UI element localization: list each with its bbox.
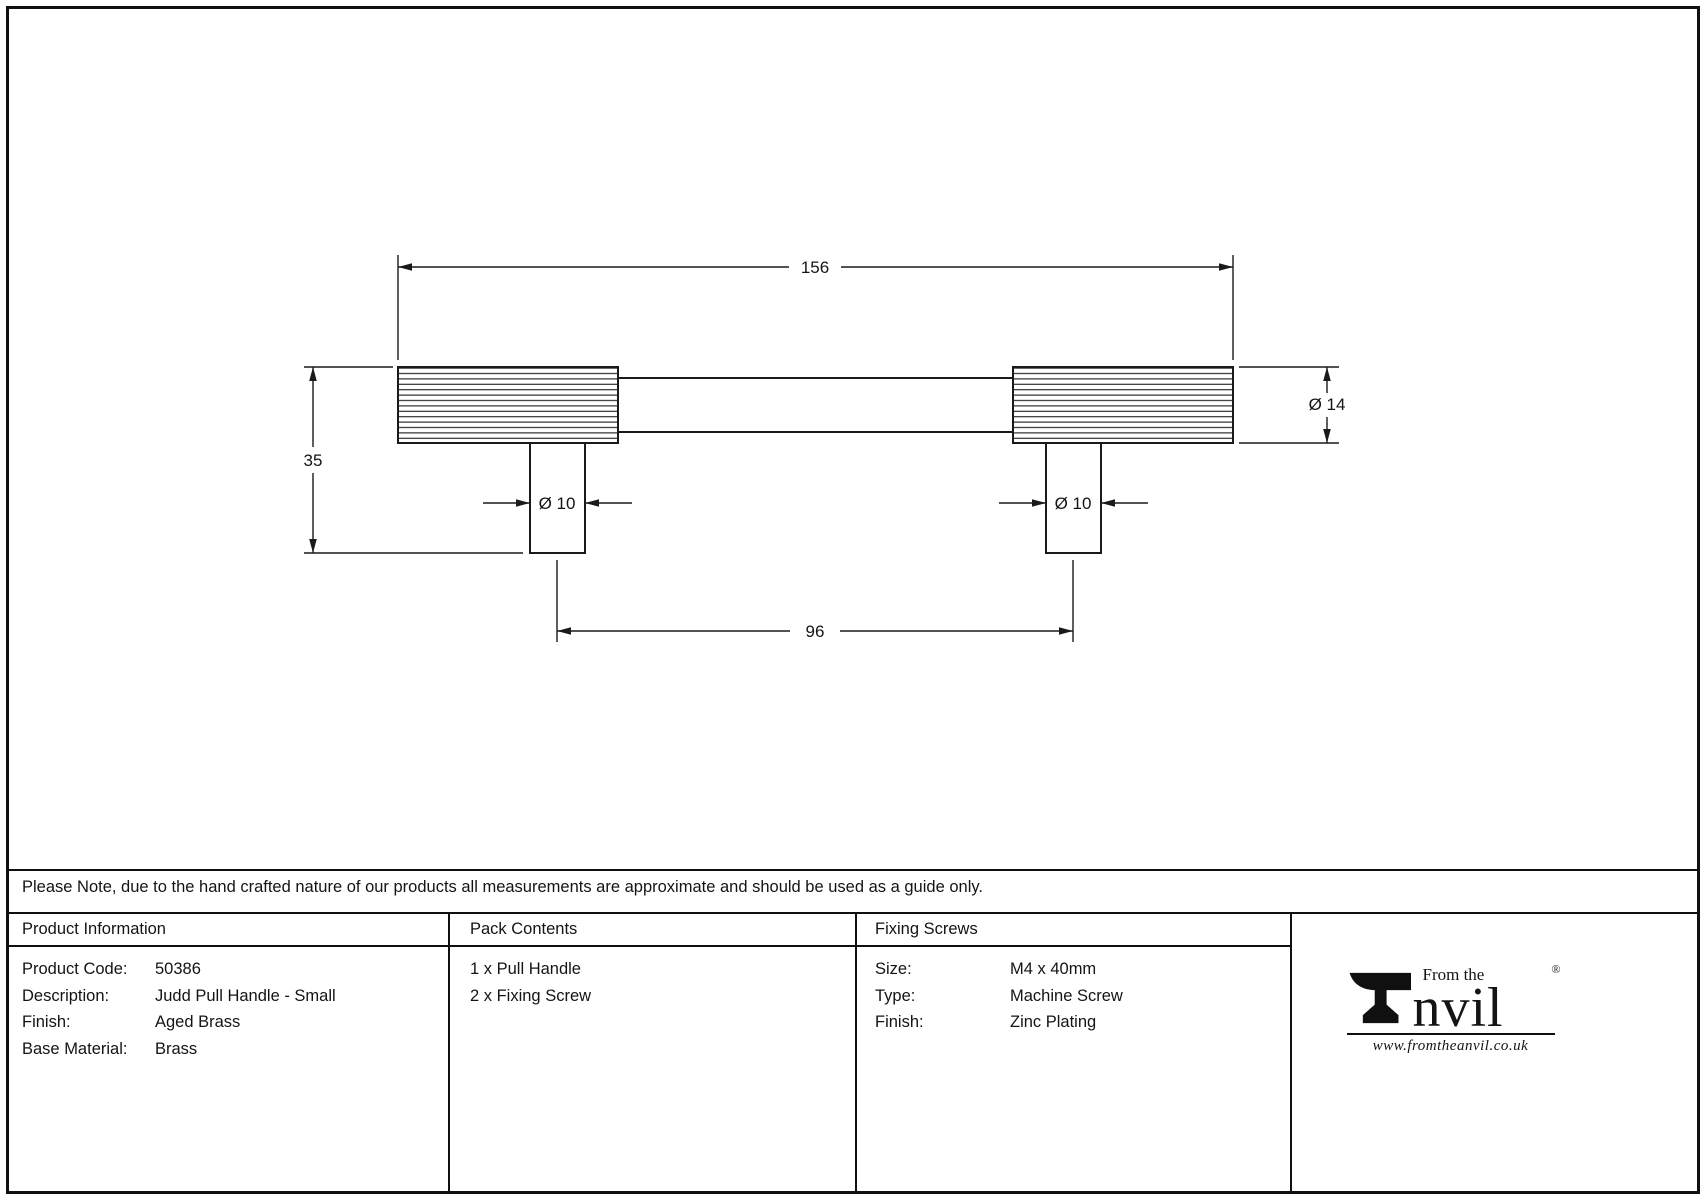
header-underline xyxy=(9,945,1290,947)
spec-table: Product Information Pack Contents Fixing… xyxy=(9,912,1697,1191)
pack-item: 1 x Pull Handle xyxy=(470,960,581,978)
measurement-note: Please Note, due to the hand crafted nat… xyxy=(22,878,983,896)
handle-bar xyxy=(617,377,1014,433)
table-top-border xyxy=(9,912,1697,914)
spec-value: 50386 xyxy=(155,960,201,978)
registered-trademark-symbol: ® xyxy=(1551,962,1561,976)
technical-drawing: 156 35 Ø 14 Ø 10 Ø 10 96 xyxy=(304,255,1346,642)
pack-item: 2 x Fixing Screw xyxy=(470,986,592,1005)
logo-cell: From the nvil ® www.fromtheanvil.co.uk xyxy=(1292,912,1697,1191)
spec-label: Type: xyxy=(875,986,916,1005)
spec-sheet-page: 156 35 Ø 14 Ø 10 Ø 10 96 Please Note, du… xyxy=(6,6,1700,1194)
spec-value: Judd Pull Handle - Small xyxy=(155,986,336,1005)
spec-label: Base Material: xyxy=(22,1039,128,1058)
logo-tagline: From the xyxy=(1422,965,1485,985)
spec-row-description: Description: Judd Pull Handle - Small xyxy=(22,983,437,1010)
logo-name-rest: nvil xyxy=(1412,977,1504,1040)
from-the-anvil-logo: From the nvil ® www.fromtheanvil.co.uk xyxy=(1346,958,1561,1055)
dim-overall-length-label: 156 xyxy=(801,258,829,277)
dim-fixing-centres-label: 96 xyxy=(806,622,825,641)
dim-post-diameter-left-label: Ø 10 xyxy=(539,494,576,513)
spec-row-screw-size: Size: M4 x 40mm xyxy=(875,956,1280,983)
column-divider xyxy=(855,912,857,1191)
dimension-arrowheads xyxy=(309,263,1331,635)
spec-row-base-material: Base Material: Brass xyxy=(22,1036,437,1063)
spec-value: Zinc Plating xyxy=(1010,1013,1097,1031)
spec-label: Finish: xyxy=(22,1013,71,1031)
logo-wordmark: From the nvil ® xyxy=(1347,958,1561,1040)
spec-value: M4 x 40mm xyxy=(1010,960,1097,978)
spec-value: Brass xyxy=(155,1039,198,1058)
left-knurled-cap xyxy=(397,366,619,444)
spec-value: Aged Brass xyxy=(155,1013,241,1031)
dimension-lines xyxy=(304,255,1339,642)
product-information-body: Product Code: 50386 Description: Judd Pu… xyxy=(22,956,437,1062)
spec-label: Product Code: xyxy=(22,960,128,978)
spec-row-finish: Finish: Aged Brass xyxy=(22,1009,437,1036)
spec-row-screw-type: Type: Machine Screw xyxy=(875,983,1280,1010)
pack-contents-body: 1 x Pull Handle 2 x Fixing Screw xyxy=(470,956,845,1009)
note-divider xyxy=(9,869,1697,871)
dim-height-label: 35 xyxy=(304,451,323,470)
logo-divider xyxy=(1346,1033,1555,1035)
left-fixing-post xyxy=(529,442,586,554)
dim-post-diameter-right-label: Ø 10 xyxy=(1055,494,1092,513)
right-fixing-post xyxy=(1045,442,1102,554)
logo-website: www.fromtheanvil.co.uk xyxy=(1372,1038,1529,1054)
right-knurled-cap xyxy=(1012,366,1234,444)
spec-row-product-code: Product Code: 50386 xyxy=(22,956,437,983)
dim-bar-diameter-label: Ø 14 xyxy=(1309,395,1346,414)
spec-row-screw-finish: Finish: Zinc Plating xyxy=(875,1009,1280,1036)
spec-label: Size: xyxy=(875,960,912,978)
spec-label: Description: xyxy=(22,986,110,1005)
fixing-screws-body: Size: M4 x 40mm Type: Machine Screw Fini… xyxy=(875,956,1280,1036)
header-pack-contents: Pack Contents xyxy=(470,920,578,938)
column-divider xyxy=(1290,912,1292,1191)
spec-label: Finish: xyxy=(875,1013,924,1031)
anvil-icon xyxy=(1349,972,1411,1024)
logo-text-stack: From the nvil xyxy=(1412,965,1504,1040)
header-fixing-screws: Fixing Screws xyxy=(875,920,978,938)
info-section: Please Note, due to the hand crafted nat… xyxy=(9,869,1697,1191)
header-product-information: Product Information xyxy=(22,920,166,938)
spec-value: Machine Screw xyxy=(1010,986,1123,1005)
column-divider xyxy=(448,912,450,1191)
